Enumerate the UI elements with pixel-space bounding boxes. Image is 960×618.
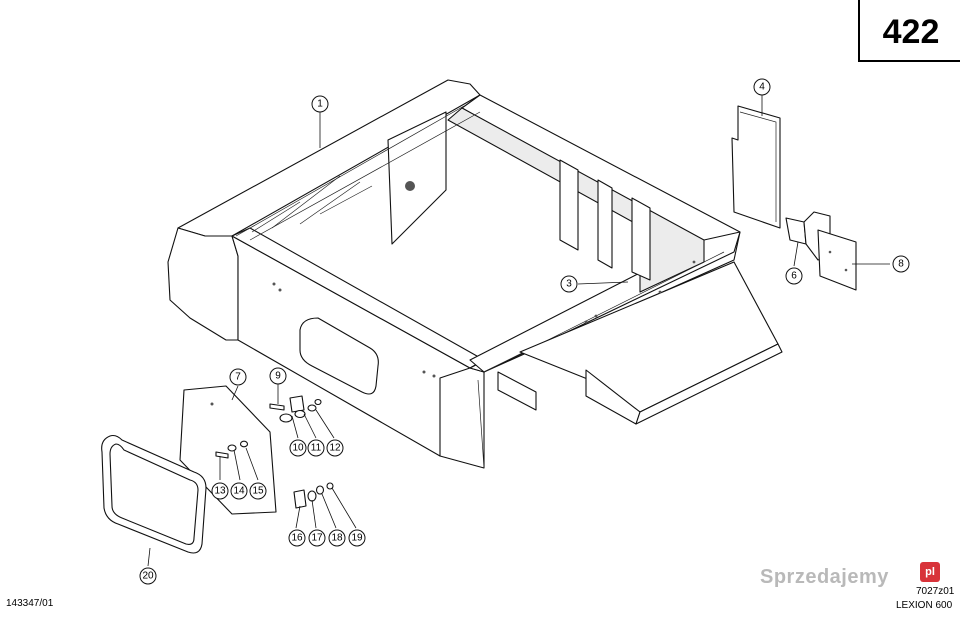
svg-text:15: 15 xyxy=(252,486,264,497)
callout-3: 3 xyxy=(560,275,578,293)
callout-17: 17 xyxy=(308,529,326,547)
watermark-badge: pl xyxy=(920,562,940,582)
callout-6: 6 xyxy=(785,267,803,285)
callout-14: 14 xyxy=(230,482,248,500)
callout-4: 4 xyxy=(753,78,771,96)
svg-text:9: 9 xyxy=(275,371,281,382)
svg-text:6: 6 xyxy=(791,271,797,282)
fastener-group-16-19 xyxy=(293,482,334,509)
page-number-frame-horizontal xyxy=(858,60,960,62)
page-number-frame-vertical xyxy=(858,0,860,62)
callout-15: 15 xyxy=(249,482,267,500)
callout-18: 18 xyxy=(328,529,346,547)
leader-lines xyxy=(147,95,890,567)
callout-13: 13 xyxy=(211,482,229,500)
svg-text:1: 1 xyxy=(317,99,323,110)
svg-text:12: 12 xyxy=(329,443,341,454)
callout-1: 1 xyxy=(311,95,329,113)
callout-10: 10 xyxy=(289,439,307,457)
page-number: 422 xyxy=(882,13,940,51)
svg-text:19: 19 xyxy=(351,533,363,544)
svg-text:13: 13 xyxy=(214,486,226,497)
svg-text:14: 14 xyxy=(233,486,245,497)
callout-8: 8 xyxy=(892,255,910,273)
svg-text:10: 10 xyxy=(292,443,304,454)
svg-text:4: 4 xyxy=(759,82,765,93)
svg-text:17: 17 xyxy=(311,533,323,544)
svg-text:7: 7 xyxy=(235,372,241,383)
svg-text:16: 16 xyxy=(291,533,303,544)
fastener-group-9-12 xyxy=(269,395,322,423)
svg-text:8: 8 xyxy=(898,259,904,270)
fastener-group-13-15 xyxy=(215,440,249,459)
svg-text:20: 20 xyxy=(142,571,154,582)
svg-text:3: 3 xyxy=(566,279,572,290)
cab-frame xyxy=(167,79,783,469)
window-seal-part-20 xyxy=(101,434,207,554)
callout-16: 16 xyxy=(288,529,306,547)
svg-text:11: 11 xyxy=(311,443,322,454)
watermark-text: Sprzedajemy xyxy=(760,566,889,588)
callout-11: 11 xyxy=(307,439,325,457)
drawing-reference: 143347/01 xyxy=(6,598,54,609)
callout-7: 7 xyxy=(229,368,247,386)
side-panel-part-4 xyxy=(731,105,781,229)
figure-code: 7027z01 xyxy=(916,586,955,597)
plate-part-8 xyxy=(817,229,857,291)
callout-19: 19 xyxy=(348,529,366,547)
svg-text:18: 18 xyxy=(331,533,343,544)
callout-20: 20 xyxy=(139,567,157,585)
machine-model: LEXION 600 xyxy=(896,600,953,611)
callout-12: 12 xyxy=(326,439,344,457)
callout-9: 9 xyxy=(269,367,287,385)
